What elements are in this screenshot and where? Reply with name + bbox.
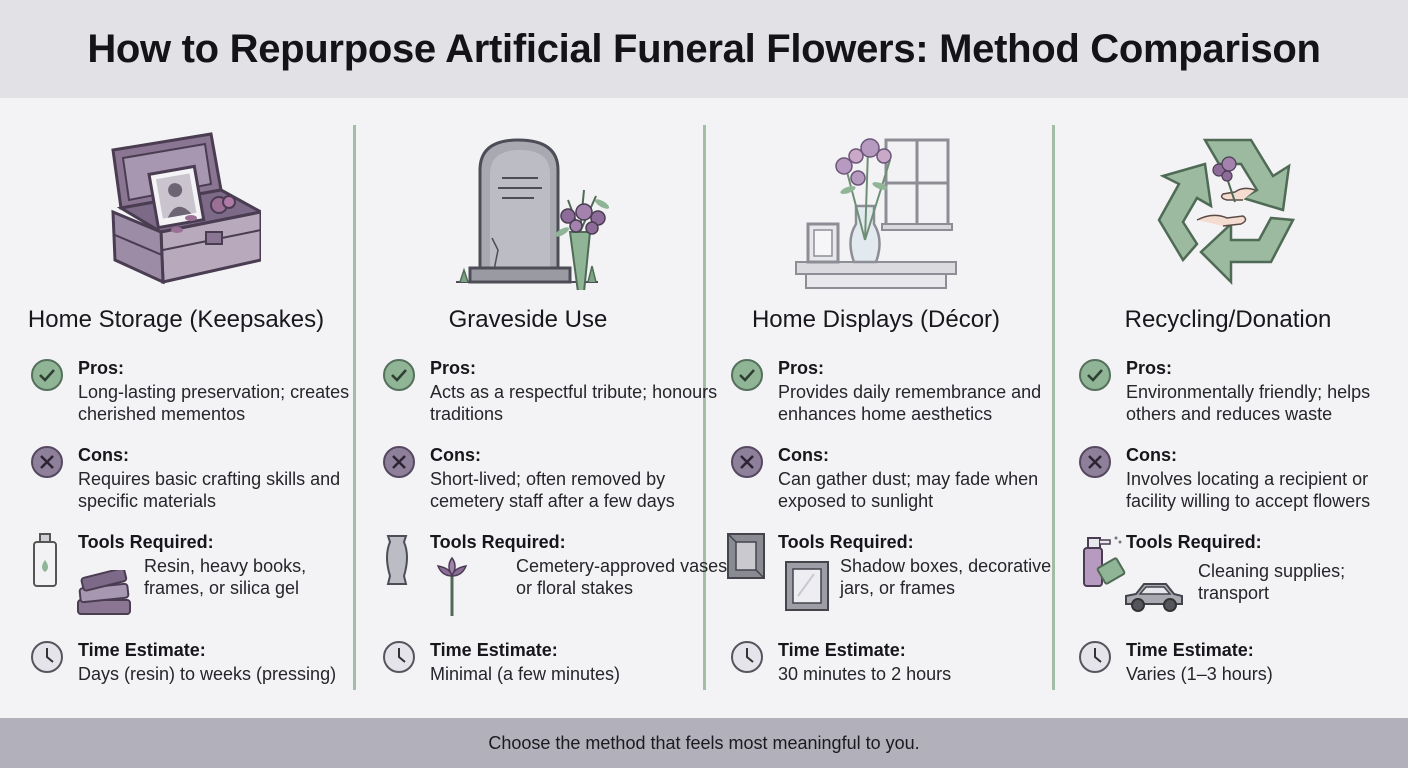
resin-bottle-icon: [30, 532, 60, 593]
floral-stake-icon: [432, 554, 472, 623]
time-label: Time Estimate:: [1126, 640, 1254, 660]
tools-text: Shadow boxes, decorative jars, or frames: [840, 556, 1052, 598]
recycle-icon: [1048, 120, 1408, 290]
vase-icon: [382, 532, 412, 593]
car-icon: [1122, 578, 1186, 619]
time-text: Varies (1–3 hours): [1126, 664, 1273, 684]
column-divider: [1052, 125, 1055, 690]
method-column-home-storage: Home Storage (Keepsakes) Pros: Long-last…: [0, 110, 352, 710]
x-icon: [730, 445, 764, 484]
page-title: How to Repurpose Artificial Funeral Flow…: [87, 26, 1321, 71]
clock-icon: [1078, 640, 1112, 679]
cons-label: Cons:: [778, 445, 829, 465]
x-icon: [382, 445, 416, 484]
check-icon: [1078, 358, 1112, 397]
pros-label: Pros:: [430, 358, 477, 378]
tools-text: Resin, heavy books, frames, or silica ge…: [144, 556, 307, 598]
cons-text: Short-lived; often removed by cemetery s…: [430, 469, 675, 511]
column-divider: [353, 125, 356, 690]
clock-icon: [30, 640, 64, 679]
cons-text: Requires basic crafting skills and speci…: [78, 469, 341, 511]
method-column-home-displays: Home Displays (Décor) Pros: Provides dai…: [700, 110, 1052, 710]
method-column-recycling: Recycling/Donation Pros: Environmentally…: [1048, 110, 1408, 710]
cons-label: Cons:: [1126, 445, 1177, 465]
check-icon: [382, 358, 416, 397]
footer: Choose the method that feels most meanin…: [0, 718, 1408, 768]
tools-label: Tools Required:: [778, 532, 914, 552]
x-icon: [30, 445, 64, 484]
clock-icon: [730, 640, 764, 679]
spray-bottle-icon: [1078, 532, 1128, 593]
pros-text: Acts as a respectful tribute; honours tr…: [430, 382, 718, 424]
method-title: Recycling/Donation: [1124, 306, 1332, 333]
cons-label: Cons:: [78, 445, 129, 465]
tools-label: Tools Required:: [78, 532, 214, 552]
time-text: 30 minutes to 2 hours: [778, 664, 952, 684]
pros-label: Pros:: [78, 358, 125, 378]
books-icon: [74, 567, 134, 625]
pros-text: Environmentally friendly; helps others a…: [1126, 382, 1371, 424]
column-divider: [703, 125, 706, 690]
footer-text: Choose the method that feels most meanin…: [488, 732, 920, 753]
pros-label: Pros:: [1126, 358, 1173, 378]
method-column-graveside: Graveside Use Pros: Acts as a respectful…: [352, 110, 727, 710]
time-label: Time Estimate:: [778, 640, 906, 660]
tools-text: Cemetery-approved vases or floral stakes: [516, 556, 728, 598]
frame-icon: [784, 560, 830, 617]
pros-text: Provides daily remembrance and enhances …: [778, 382, 1042, 424]
time-label: Time Estimate:: [430, 640, 558, 660]
header: How to Repurpose Artificial Funeral Flow…: [0, 0, 1408, 98]
tools-label: Tools Required:: [430, 532, 566, 552]
check-icon: [730, 358, 764, 397]
cons-text: Can gather dust; may fade when exposed t…: [778, 469, 1039, 511]
method-title: Graveside Use: [448, 306, 608, 333]
x-icon: [1078, 445, 1112, 484]
method-title: Home Storage (Keepsakes): [27, 306, 325, 333]
time-text: Minimal (a few minutes): [430, 664, 621, 684]
shadow-box-icon: [726, 532, 766, 585]
check-icon: [30, 358, 64, 397]
cons-label: Cons:: [430, 445, 481, 465]
vase-window-icon: [700, 120, 1052, 290]
tools-label: Tools Required:: [1126, 532, 1262, 552]
clock-icon: [382, 640, 416, 679]
pros-text: Long-lasting preservation; creates cheri…: [78, 382, 350, 424]
cons-text: Involves locating a recipient or facilit…: [1126, 469, 1371, 511]
pros-label: Pros:: [778, 358, 825, 378]
tools-text: Cleaning supplies; transport: [1198, 561, 1346, 603]
headstone-icon: [352, 120, 704, 290]
method-title: Home Displays (Décor): [751, 306, 1001, 333]
time-label: Time Estimate:: [78, 640, 206, 660]
time-text: Days (resin) to weeks (pressing): [78, 664, 337, 684]
keepsake-box-icon: [0, 120, 352, 290]
